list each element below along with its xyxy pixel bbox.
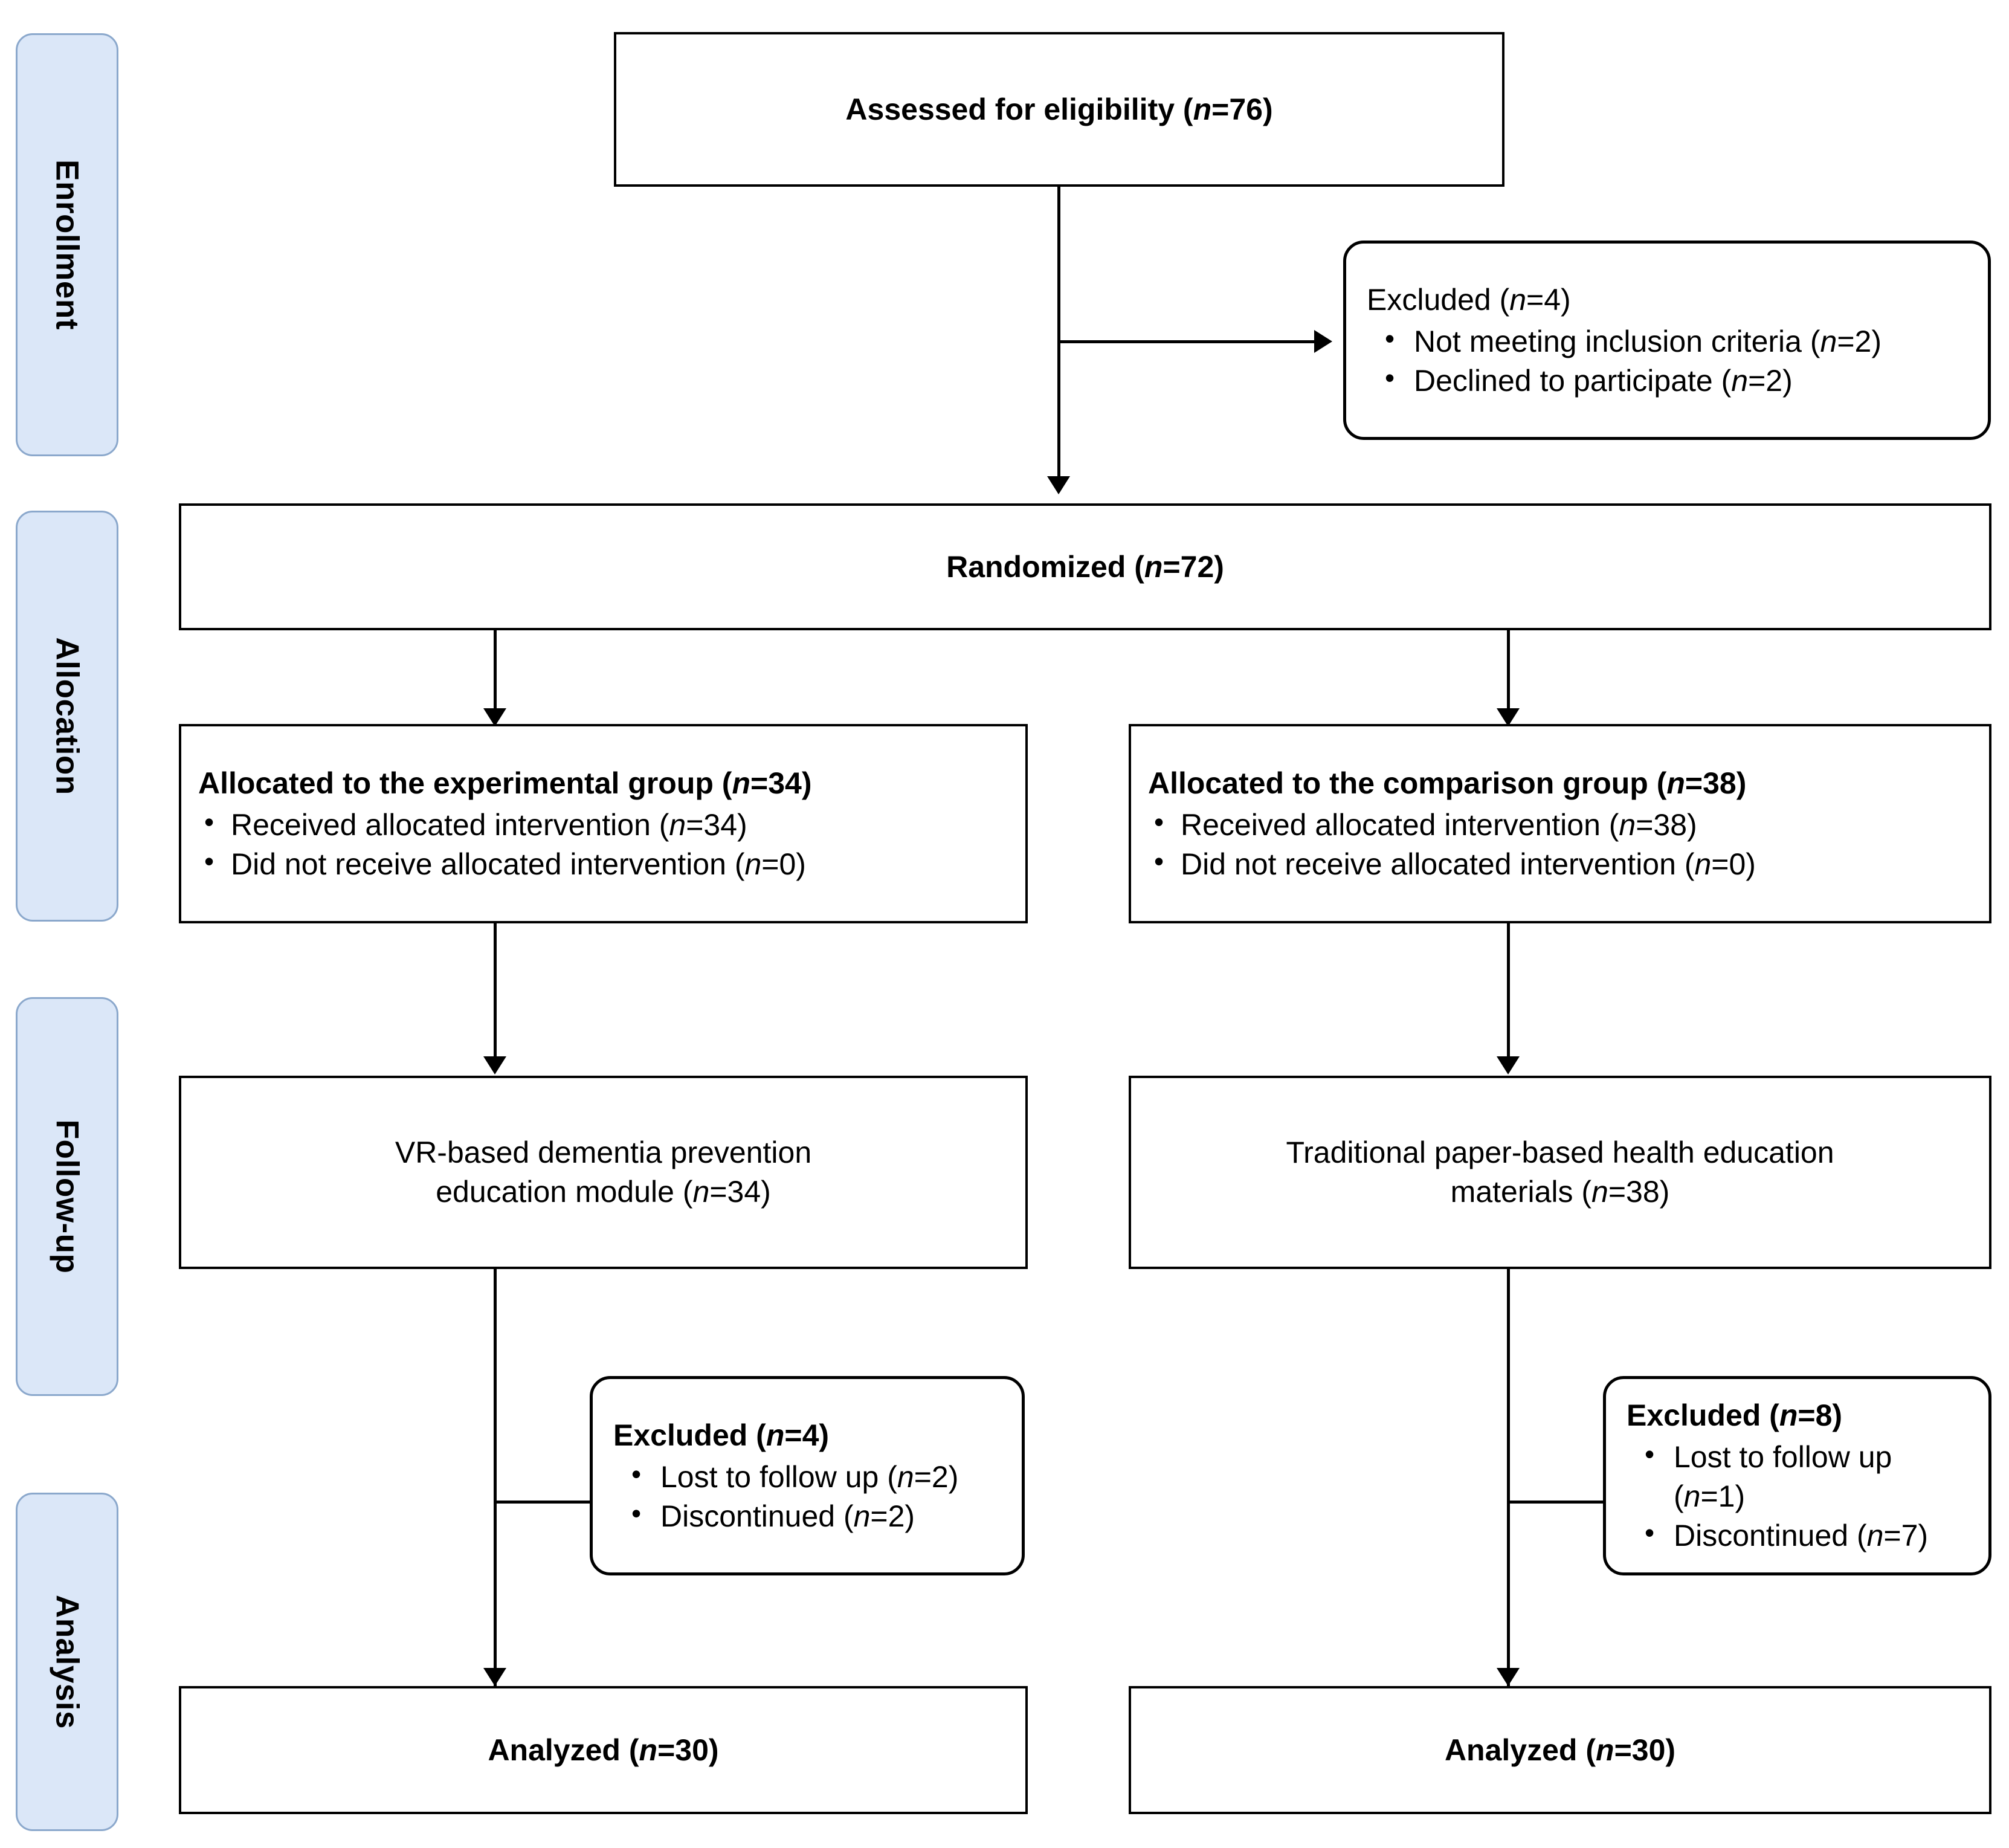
n-symbol: n	[744, 847, 762, 881]
node-allocated-experimental-list: Received allocated intervention (n=34) D…	[198, 804, 1008, 884]
node-randomized: Randomized (n=72)	[179, 503, 1991, 630]
arrowhead-randomized-to-allocated-experimental	[483, 708, 506, 726]
list-item: Lost to follow up (n=1)	[1627, 1436, 1968, 1516]
list-item: Discontinued (n=2)	[613, 1496, 1001, 1536]
list-item: Received allocated intervention (n=34)	[198, 804, 1008, 845]
list-item: Did not receive allocated intervention (…	[198, 844, 1008, 884]
node-allocated-experimental: Allocated to the experimental group (n=3…	[179, 724, 1028, 923]
arrowhead-allocated-to-intervention-experimental	[483, 1056, 506, 1074]
node-excluded-enrollment-list: Not meeting inclusion criteria (n=2) Dec…	[1367, 321, 1967, 401]
connector-assessed-to-randomized	[1057, 187, 1060, 492]
n-symbol: n	[692, 1175, 710, 1209]
connector-intervention-to-analyzed-experimental	[494, 1269, 497, 1686]
node-randomized-text: Randomized (n=72)	[946, 549, 1224, 584]
phase-label-analysis: Analysis	[16, 1493, 118, 1831]
connector-to-excluded-followup-right	[1507, 1501, 1613, 1504]
arrowhead-assessed-to-randomized	[1047, 476, 1070, 494]
n-symbol: n	[1509, 282, 1527, 317]
node-allocated-comparison: Allocated to the comparison group (n=38)…	[1129, 724, 1991, 923]
n-symbol: n	[732, 766, 750, 800]
node-assessed-text: Assessed for eligibility (n=76)	[845, 92, 1273, 126]
n-symbol: n	[1820, 324, 1837, 358]
node-intervention-comparison-line1: Traditional paper-based health education	[1286, 1136, 1834, 1169]
phase-label-allocation: Allocation	[16, 511, 118, 922]
node-intervention-comparison: Traditional paper-based health education…	[1129, 1076, 1991, 1269]
n-symbol: n	[1866, 1519, 1884, 1552]
n-symbol: n	[1193, 92, 1212, 126]
node-intervention-experimental-line1: VR-based dementia prevention	[395, 1136, 812, 1169]
connector-to-excluded-followup-left	[494, 1501, 599, 1504]
arrowhead-randomized-to-allocated-comparison	[1497, 708, 1520, 726]
phase-label-followup: Follow-up	[16, 997, 118, 1396]
list-item: Not meeting inclusion criteria (n=2)	[1367, 321, 1967, 361]
connector-allocated-to-intervention-comparison	[1507, 923, 1510, 1071]
n-symbol: n	[897, 1459, 914, 1494]
arrowhead-intervention-to-analyzed-comparison	[1497, 1668, 1520, 1686]
node-excluded-followup-experimental-header: Excluded (n=4)	[613, 1418, 830, 1452]
n-symbol: n	[639, 1733, 658, 1767]
connector-intervention-to-analyzed-comparison	[1507, 1269, 1510, 1686]
arrowhead-intervention-to-analyzed-experimental	[483, 1668, 506, 1686]
connector-to-excluded-enrollment	[1057, 340, 1323, 343]
n-symbol: n	[1694, 847, 1712, 881]
node-allocated-comparison-header: Allocated to the comparison group (n=38)	[1148, 766, 1747, 800]
list-item: Did not receive allocated intervention (…	[1148, 844, 1972, 884]
phase-label-analysis-text: Analysis	[49, 1594, 85, 1730]
node-excluded-followup-comparison-header: Excluded (n=8)	[1627, 1398, 1843, 1432]
n-symbol: n	[1591, 1175, 1608, 1209]
node-analyzed-comparison-text: Analyzed (n=30)	[1444, 1733, 1676, 1767]
list-item: Discontinued (n=7)	[1627, 1515, 1968, 1556]
n-symbol: n	[853, 1499, 871, 1533]
list-item: Received allocated intervention (n=38)	[1148, 804, 1972, 845]
node-analyzed-comparison: Analyzed (n=30)	[1129, 1686, 1991, 1814]
n-symbol: n	[1596, 1733, 1614, 1767]
n-symbol: n	[1619, 807, 1636, 842]
list-item: Lost to follow up (n=2)	[613, 1456, 1001, 1497]
n-symbol: n	[1779, 1398, 1798, 1432]
n-symbol: n	[766, 1418, 785, 1452]
node-intervention-comparison-line2: materials (n=38)	[1450, 1175, 1670, 1209]
node-allocated-comparison-list: Received allocated intervention (n=38) D…	[1148, 804, 1972, 884]
node-excluded-followup-comparison-list: Lost to follow up (n=1) Discontinued (n=…	[1627, 1436, 1968, 1556]
n-symbol: n	[669, 807, 686, 842]
n-symbol: n	[1666, 766, 1685, 800]
phase-label-enrollment: Enrollment	[16, 33, 118, 456]
node-excluded-followup-experimental: Excluded (n=4) Lost to follow up (n=2) D…	[590, 1376, 1025, 1575]
node-excluded-enrollment-header: Excluded (n=4)	[1367, 282, 1571, 317]
phase-label-allocation-text: Allocation	[49, 637, 85, 795]
phase-label-enrollment-text: Enrollment	[49, 160, 85, 330]
node-excluded-followup-comparison: Excluded (n=8) Lost to follow up (n=1) D…	[1603, 1376, 1991, 1575]
n-symbol: n	[1144, 549, 1163, 584]
node-allocated-experimental-header: Allocated to the experimental group (n=3…	[198, 766, 812, 800]
phase-label-followup-text: Follow-up	[49, 1119, 85, 1274]
connector-allocated-to-intervention-experimental	[494, 923, 497, 1071]
n-symbol: n	[1731, 363, 1749, 398]
node-analyzed-experimental-text: Analyzed (n=30)	[488, 1733, 719, 1767]
node-intervention-experimental: VR-based dementia prevention education m…	[179, 1076, 1028, 1269]
list-item: Declined to participate (n=2)	[1367, 360, 1967, 401]
arrowhead-allocated-to-intervention-comparison	[1497, 1056, 1520, 1074]
node-excluded-enrollment: Excluded (n=4) Not meeting inclusion cri…	[1343, 241, 1991, 440]
connector-randomized-to-allocated-comparison	[1507, 630, 1510, 724]
node-excluded-followup-experimental-list: Lost to follow up (n=2) Discontinued (n=…	[613, 1456, 1001, 1536]
arrowhead-to-excluded-enrollment	[1314, 330, 1332, 353]
connector-randomized-to-allocated-experimental	[494, 630, 497, 724]
node-intervention-experimental-line2: education module (n=34)	[436, 1175, 771, 1209]
n-symbol: n	[1683, 1479, 1701, 1513]
node-analyzed-experimental: Analyzed (n=30)	[179, 1686, 1028, 1814]
node-assessed-for-eligibility: Assessed for eligibility (n=76)	[614, 32, 1504, 187]
